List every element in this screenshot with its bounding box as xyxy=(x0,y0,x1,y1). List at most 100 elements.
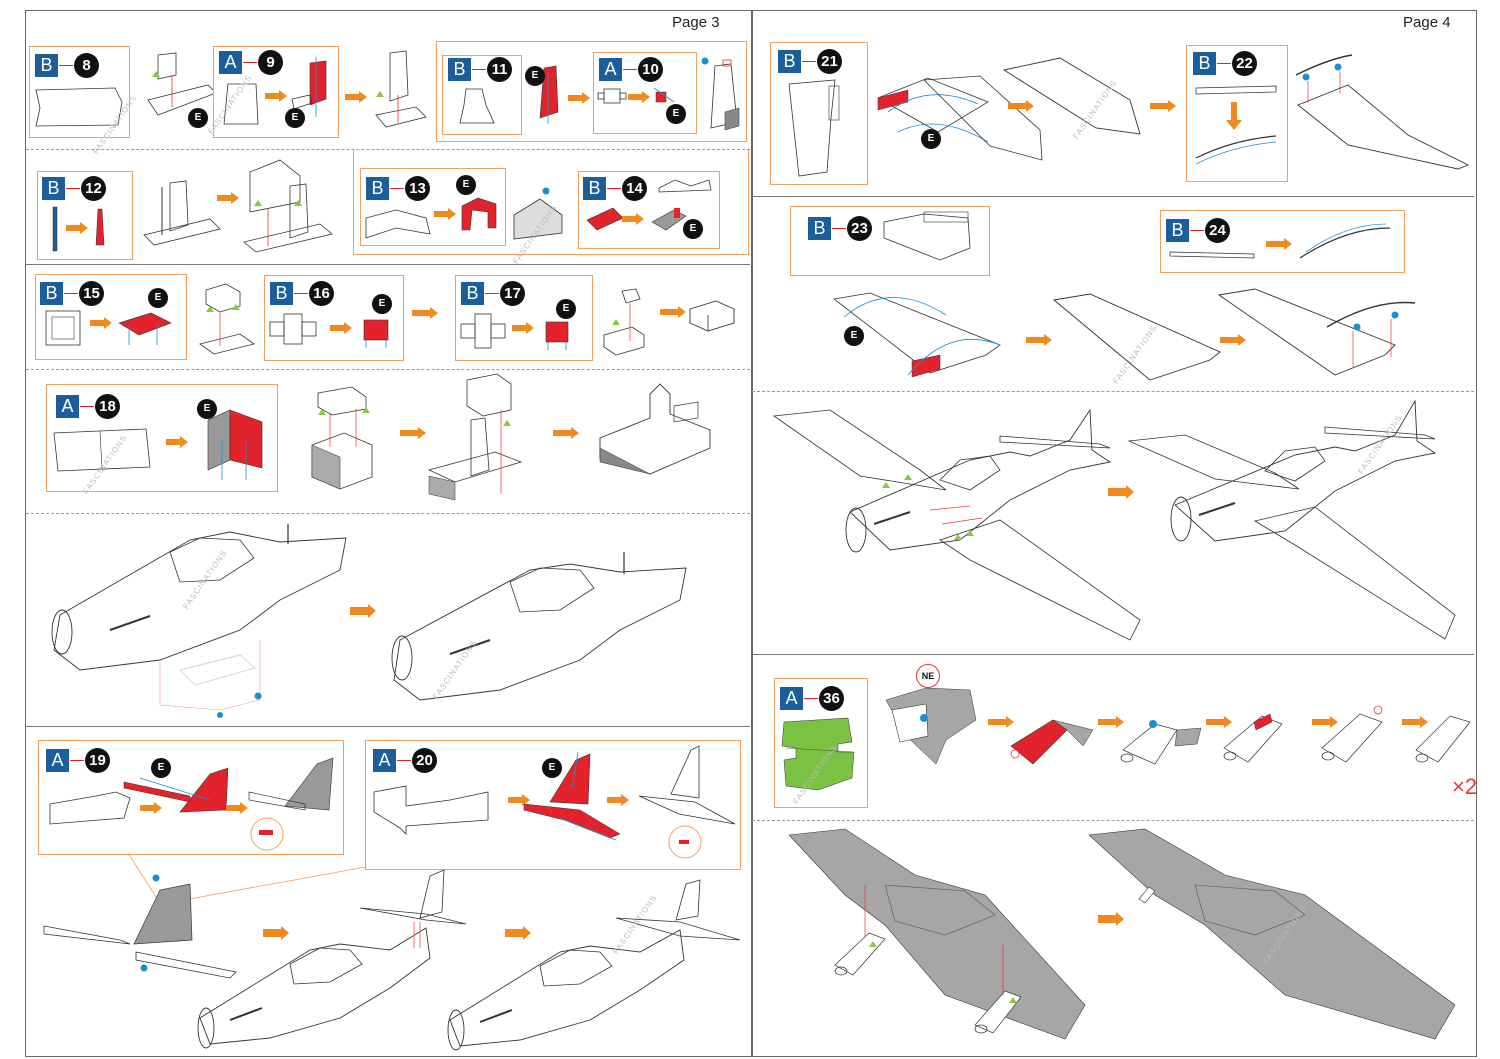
completed-cockpit-18 xyxy=(599,383,711,475)
wing-folded-23 xyxy=(1052,293,1221,381)
label-dash xyxy=(64,293,78,294)
label-dash xyxy=(832,228,846,229)
step-number: 36 xyxy=(819,686,844,711)
flat-lever-12 xyxy=(52,206,58,252)
step-number: 18 xyxy=(95,394,120,419)
step-arrow-down xyxy=(1226,102,1242,130)
step-arrow xyxy=(1150,100,1176,112)
label-dash xyxy=(1217,63,1231,64)
label-dash xyxy=(472,69,486,70)
row-divider xyxy=(26,726,750,727)
label-dash xyxy=(1190,230,1204,231)
step-arrow xyxy=(1098,912,1124,926)
sheet-letter: B xyxy=(1193,52,1216,75)
label-dash xyxy=(802,61,816,62)
step-arrow xyxy=(263,926,289,940)
row-divider xyxy=(752,820,1474,821)
row-divider xyxy=(752,654,1474,655)
step-number: 17 xyxy=(500,281,525,306)
pod-fold-36 xyxy=(1120,720,1202,765)
flat-wing-part-21 xyxy=(788,79,840,177)
fuselage-completed-tail xyxy=(447,879,741,1051)
red-tail-19 xyxy=(123,767,229,813)
e-badge: E xyxy=(151,758,171,778)
step-arrow xyxy=(607,794,629,806)
step-16-box xyxy=(264,275,404,361)
step-number: 22 xyxy=(1232,51,1257,76)
rolled-lever-12 xyxy=(95,208,105,246)
e-badge: E xyxy=(456,175,476,195)
step-number: 21 xyxy=(817,49,842,74)
step-arrow xyxy=(660,306,686,318)
seat-assembly-12 xyxy=(143,180,221,246)
label-dash xyxy=(397,760,411,761)
step-number: 10 xyxy=(638,57,663,82)
step-arrow xyxy=(1220,334,1246,346)
wing-underside-pods-install xyxy=(788,828,1086,1040)
step-arrow xyxy=(1402,716,1428,728)
e-badge: E xyxy=(844,326,864,346)
label-dash xyxy=(294,293,308,294)
page-4-number: Page 4 xyxy=(1403,14,1451,31)
step-number: 9 xyxy=(258,50,283,75)
step-arrow xyxy=(988,716,1014,728)
fuselage-closed xyxy=(391,552,687,701)
label-dash xyxy=(70,760,84,761)
cockpit-assembly-12 xyxy=(243,159,333,253)
step-number: 8 xyxy=(74,53,99,78)
step-arrow xyxy=(553,427,579,439)
e-badge: E xyxy=(372,294,392,314)
flat-tail-19 xyxy=(49,791,131,825)
ne-badge: NE xyxy=(916,664,940,688)
step-arrow xyxy=(400,427,426,439)
step-arrow xyxy=(434,208,456,220)
step-arrow xyxy=(1008,100,1034,112)
completed-box-17 xyxy=(689,300,735,332)
flat-wing-part-23 xyxy=(883,211,971,261)
bent-strip-22 xyxy=(1195,135,1277,165)
sheet-letter: A xyxy=(46,749,69,772)
wing-fold-23 xyxy=(833,292,1001,378)
fuselage-open xyxy=(51,524,347,718)
fuselage-with-tail xyxy=(197,869,467,1049)
step-arrow xyxy=(412,307,438,319)
label-dash xyxy=(804,698,818,699)
wing-folded-21 xyxy=(1002,57,1141,135)
e-badge: E xyxy=(285,108,305,128)
e-badge: E xyxy=(666,104,686,124)
step-arrow xyxy=(628,91,650,103)
step-arrow xyxy=(226,802,248,814)
step-arrow xyxy=(1026,334,1052,346)
flat-part-17 xyxy=(460,313,506,349)
tail-detail-19 xyxy=(248,757,334,851)
flat-part-14 xyxy=(658,179,712,193)
sheet-letter: B xyxy=(808,217,831,240)
flat-part-10 xyxy=(597,88,627,104)
folded-cube-16 xyxy=(363,319,389,348)
green-part-36 xyxy=(781,717,855,791)
step-number: 15 xyxy=(79,281,104,306)
e-badge: E xyxy=(525,66,545,86)
folded-part-18 xyxy=(207,409,263,480)
sheet-letter: A xyxy=(373,749,396,772)
sheet-letter: B xyxy=(35,54,58,77)
step-number: 13 xyxy=(405,176,430,201)
step-arrow xyxy=(345,91,367,103)
step-arrow xyxy=(217,192,239,204)
e-badge: E xyxy=(188,108,208,128)
step-arrow xyxy=(330,322,352,334)
flat-part-16 xyxy=(269,313,317,345)
label-dash xyxy=(607,188,621,189)
pod-fold-36c xyxy=(1321,705,1383,763)
box-assembly-17 xyxy=(603,288,645,356)
step-arrow xyxy=(1266,238,1292,250)
flat-part-9 xyxy=(223,83,259,125)
label-dash xyxy=(390,188,404,189)
